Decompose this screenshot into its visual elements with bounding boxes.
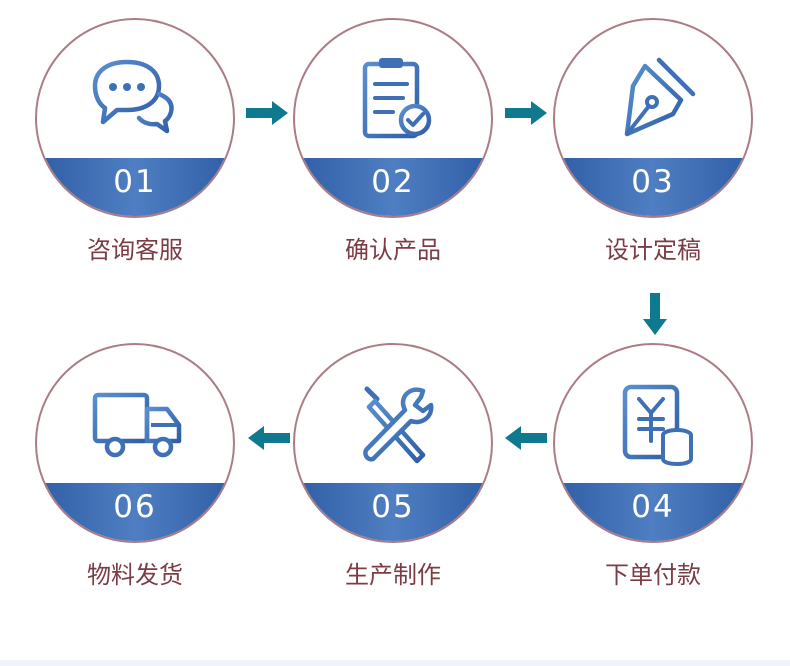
step-number: 01 bbox=[113, 164, 157, 200]
step-label: 生产制作 bbox=[345, 561, 441, 589]
step-circle: 01 bbox=[35, 18, 235, 218]
arrow-right-icon bbox=[505, 101, 547, 125]
step-number: 04 bbox=[631, 489, 675, 525]
tools-icon bbox=[363, 386, 434, 464]
clipboard-check-icon bbox=[362, 58, 432, 139]
step-01: 01 咨询客服 bbox=[35, 18, 235, 278]
arrow-left-icon bbox=[505, 426, 547, 450]
step-circle: 04 bbox=[553, 343, 753, 543]
step-circle: 02 bbox=[293, 18, 493, 218]
pen-nib-icon bbox=[624, 57, 696, 137]
step-circle: 06 bbox=[35, 343, 235, 543]
step-number: 05 bbox=[371, 489, 415, 525]
arrow-down-icon bbox=[643, 293, 667, 335]
number-band bbox=[37, 158, 233, 216]
step-02: 02 确认产品 bbox=[293, 18, 493, 278]
step-06: 06 物料发货 bbox=[35, 343, 235, 603]
step-label: 确认产品 bbox=[345, 236, 441, 264]
arrow-right-icon bbox=[246, 101, 288, 125]
number-band bbox=[37, 483, 233, 541]
step-label: 咨询客服 bbox=[87, 236, 183, 264]
step-number: 03 bbox=[631, 164, 675, 200]
yuan-coins-icon bbox=[622, 384, 693, 467]
step-label: 下单付款 bbox=[605, 561, 701, 589]
step-number: 06 bbox=[113, 489, 157, 525]
truck-icon bbox=[92, 392, 182, 458]
bottom-strip bbox=[0, 660, 790, 666]
step-label: 物料发货 bbox=[87, 561, 183, 589]
step-circle: 03 bbox=[553, 18, 753, 218]
step-number: 02 bbox=[371, 164, 415, 200]
number-band bbox=[295, 483, 491, 541]
step-label: 设计定稿 bbox=[605, 236, 701, 264]
number-band bbox=[555, 483, 751, 541]
step-05: 05 生产制作 bbox=[293, 343, 493, 603]
arrow-left-icon bbox=[248, 426, 290, 450]
number-band bbox=[555, 158, 751, 216]
number-band bbox=[295, 158, 491, 216]
chat-icon bbox=[92, 59, 174, 134]
step-03: 03 设计定稿 bbox=[553, 18, 753, 278]
step-circle: 05 bbox=[293, 343, 493, 543]
step-04: 04 下单付款 bbox=[553, 343, 753, 603]
